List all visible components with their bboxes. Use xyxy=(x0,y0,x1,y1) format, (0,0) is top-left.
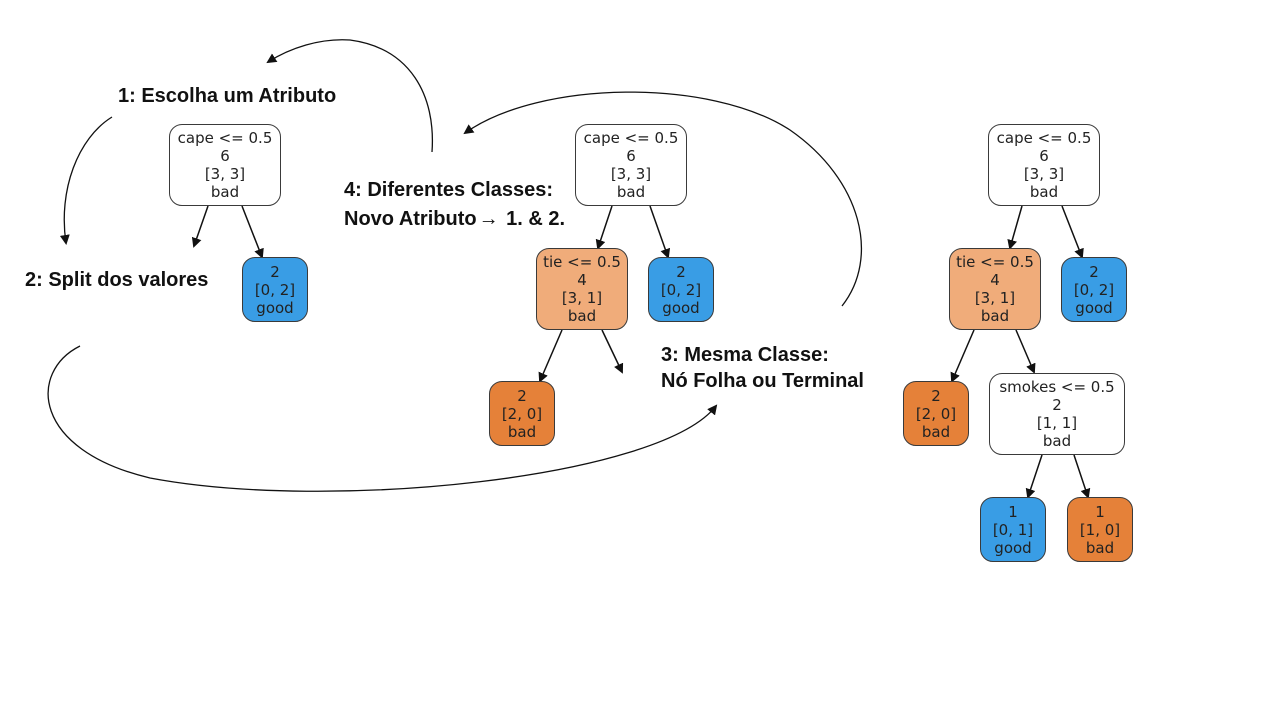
step4-line1: 4: Diferentes Classes: xyxy=(344,179,553,201)
tree1-root-node: cape <= 0.5 6 [3, 3] bad xyxy=(169,124,281,206)
tree2-edge-root-tie xyxy=(595,205,613,250)
right-arrow-icon: → xyxy=(478,208,499,230)
tree3-smokes-left-leaf-node: 1 [0, 1] good xyxy=(980,497,1046,562)
tree2-root-node: cape <= 0.5 6 [3, 3] bad xyxy=(575,124,687,206)
tree1-right-leaf-node: 2 [0, 2] good xyxy=(242,257,308,322)
tree3-tie-left-leaf-node: 2 [2, 0] bad xyxy=(903,381,969,446)
step3-label: 3: Mesma Classe: Nó Folha ou Terminal xyxy=(661,342,864,394)
step3-line2: Nó Folha ou Terminal xyxy=(661,370,864,392)
tree3-smokes-node: smokes <= 0.5 2 [1, 1] bad xyxy=(989,373,1125,455)
tree3-edge-smokes-right xyxy=(1073,454,1091,499)
tree2-edge-tie-right xyxy=(601,329,624,374)
tree3-tie-node: tie <= 0.5 4 [3, 1] bad xyxy=(949,248,1041,330)
step4-line2: Novo Atributo→ 1. & 2. xyxy=(344,208,566,230)
tree3-edge-tie-left xyxy=(950,329,975,383)
step2-label: 2: Split dos valores xyxy=(25,269,209,291)
step3-line1: 3: Mesma Classe: xyxy=(661,344,829,366)
loop-arrow-step2-to-step3 xyxy=(47,345,718,492)
tree3-edge-tie-smokes xyxy=(1015,329,1036,374)
tree3-edge-root-tie xyxy=(1007,205,1023,250)
step1-label: 1: Escolha um Atributo xyxy=(118,85,337,107)
tree2-tie-node: tie <= 0.5 4 [3, 1] bad xyxy=(536,248,628,330)
tree1-edge-left xyxy=(191,205,209,248)
loop-arrow-to-step1 xyxy=(266,39,434,153)
tree3-right-leaf-node: 2 [0, 2] good xyxy=(1061,257,1127,322)
tree2-right-leaf-node: 2 [0, 2] good xyxy=(648,257,714,322)
step4-label: 4: Diferentes Classes: Novo Atributo→ 1.… xyxy=(344,176,565,234)
loop-arrow-step1-to-step2 xyxy=(59,116,113,245)
tree3-root-node: cape <= 0.5 6 [3, 3] bad xyxy=(988,124,1100,206)
tree2-edge-root-leaf xyxy=(649,205,671,259)
tree3-edge-smokes-left xyxy=(1025,454,1043,499)
tree3-smokes-right-leaf-node: 1 [1, 0] bad xyxy=(1067,497,1133,562)
tree2-edge-tie-left xyxy=(538,329,563,383)
loop-arrow-step3-to-step4 xyxy=(463,91,862,307)
tree1-edge-right xyxy=(241,205,264,259)
tree3-edge-root-leaf xyxy=(1061,205,1084,259)
tree2-tie-left-leaf-node: 2 [2, 0] bad xyxy=(489,381,555,446)
